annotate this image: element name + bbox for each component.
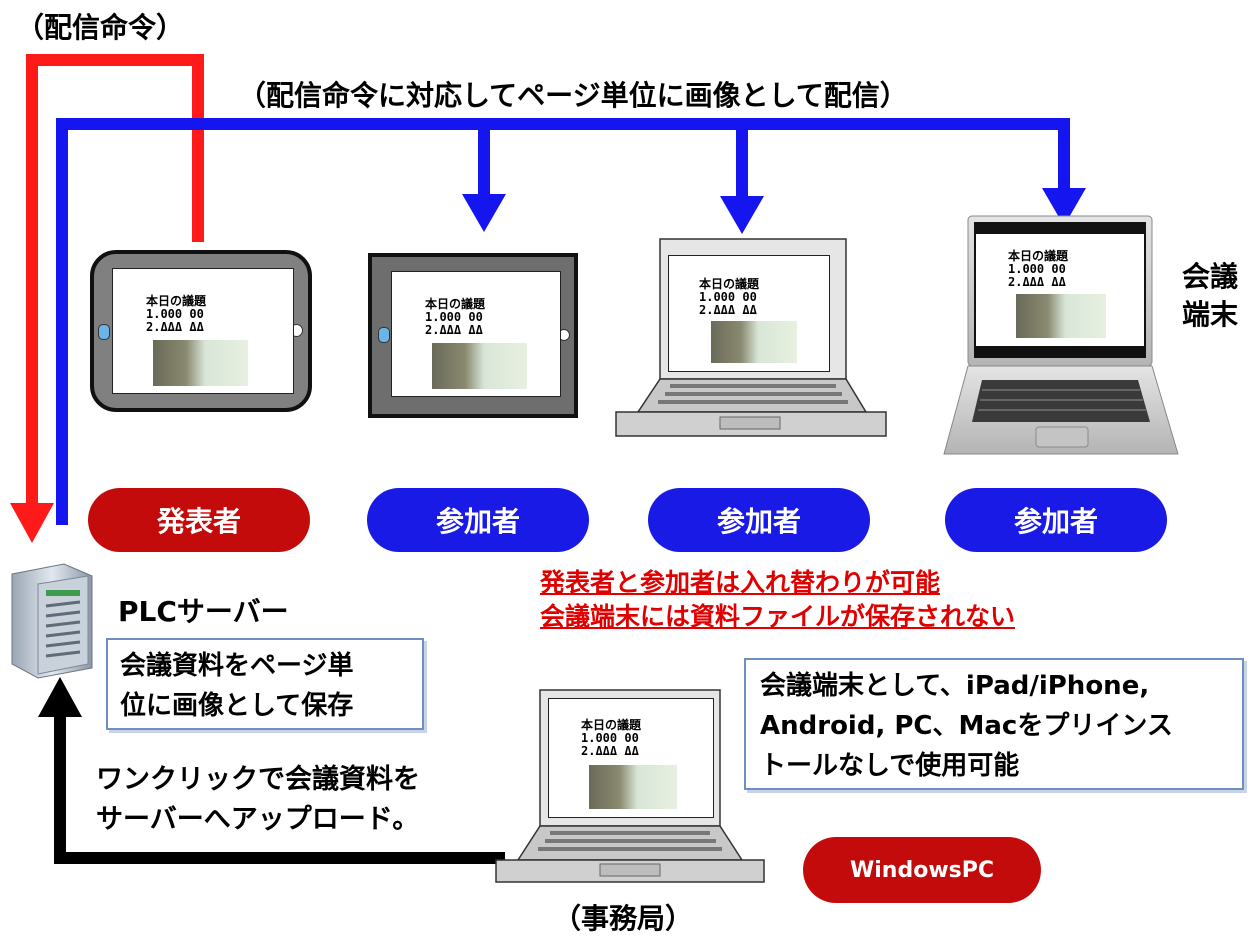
upload-arrowhead <box>38 677 82 717</box>
notice-no-file-stored: 会議端末には資料ファイルが保存されない <box>540 602 1016 631</box>
screen-item-1: 1.000 00 <box>1008 262 1066 276</box>
distribution-arrowhead-3 <box>720 196 764 234</box>
participant-pill-3: 参加者 <box>945 488 1167 552</box>
screen-item-1: 1.000 00 <box>699 290 757 304</box>
screen-photo-thumbnail <box>589 765 677 809</box>
windows-pc-pill: WindowsPC <box>803 837 1041 903</box>
upload-description: ワンクリックで会議資料を サーバーへアップロード。 <box>96 760 420 840</box>
distribution-command-label: （配信命令） <box>16 11 185 44</box>
screen-photo-thumbnail <box>153 340 248 386</box>
screen-item-2: 2.ΔΔΔ ΔΔ <box>425 323 483 337</box>
notice-role-swap: 発表者と参加者は入れ替わりが可能 <box>540 568 941 597</box>
distribution-arrowhead-4 <box>1042 188 1086 226</box>
screen-photo-thumbnail <box>711 321 797 363</box>
screen-photo-thumbnail <box>432 343 527 389</box>
presenter-screen: 本日の議題 1.000 00 2.ΔΔΔ ΔΔ <box>112 268 294 394</box>
participant-pill-2: 参加者 <box>648 488 870 552</box>
distribution-line <box>56 118 1070 525</box>
tablet-home-button-left <box>378 327 390 343</box>
participant-pill-1: 参加者 <box>367 488 589 552</box>
secretariat-label: （事務局） <box>553 902 694 935</box>
secretariat-laptop-screen: 本日の議題 1.000 00 2.ΔΔΔ ΔΔ <box>548 698 714 818</box>
server-note-line-1: 会議資料をページ単 <box>120 651 354 681</box>
screen-item-1: 1.000 00 <box>146 307 204 321</box>
upload-line <box>54 715 505 864</box>
screen-title: 本日の議題 <box>581 718 642 732</box>
terminal-note-line-2: Android, PC、Macをプリインス <box>760 711 1173 741</box>
terminal-note-line-1: 会議端末として、iPad/iPhone, <box>760 671 1150 701</box>
upload-line-2: サーバーへアップロード。 <box>96 804 420 835</box>
screen-title: 本日の議題 <box>699 277 760 291</box>
server-name-label: PLCサーバー <box>118 595 289 628</box>
distribution-description-label: （配信命令に対応してページ単位に画像として配信） <box>238 79 908 112</box>
conference-terminal-label: 会議端末 <box>1182 260 1239 331</box>
command-arrowhead <box>10 503 54 543</box>
screen-item-2: 2.ΔΔΔ ΔΔ <box>146 320 204 334</box>
server-note-box: 会議資料をページ単 位に画像として保存 <box>106 638 424 730</box>
screen-photo-thumbnail <box>1016 294 1106 338</box>
screen-item-2: 2.ΔΔΔ ΔΔ <box>699 303 757 317</box>
screen-item-2: 2.ΔΔΔ ΔΔ <box>1008 275 1066 289</box>
terminal-note-line-3: トールなしで使用可能 <box>760 751 1020 781</box>
screen-item-1: 1.000 00 <box>425 310 483 324</box>
silver-laptop-screen: 本日の議題 1.000 00 2.ΔΔΔ ΔΔ <box>976 234 1144 346</box>
distribution-arrowhead-2 <box>462 194 506 232</box>
participant-screen: 本日の議題 1.000 00 2.ΔΔΔ ΔΔ <box>391 271 561 397</box>
server-icon <box>11 563 93 679</box>
screen-title: 本日の議題 <box>146 294 207 308</box>
terminal-note-box: 会議端末として、iPad/iPhone, Android, PC、Macをプリイ… <box>744 658 1244 790</box>
command-line <box>26 54 204 505</box>
server-note-line-2: 位に画像として保存 <box>120 691 354 721</box>
upload-line-1: ワンクリックで会議資料を <box>96 764 420 795</box>
tablet-home-button-left <box>98 324 110 340</box>
screen-title: 本日の議題 <box>1008 249 1069 263</box>
screen-title: 本日の議題 <box>425 297 486 311</box>
participant-laptop-screen: 本日の議題 1.000 00 2.ΔΔΔ ΔΔ <box>668 255 830 372</box>
presenter-pill: 発表者 <box>88 488 310 552</box>
screen-item-2: 2.ΔΔΔ ΔΔ <box>581 744 639 758</box>
screen-item-1: 1.000 00 <box>581 731 639 745</box>
